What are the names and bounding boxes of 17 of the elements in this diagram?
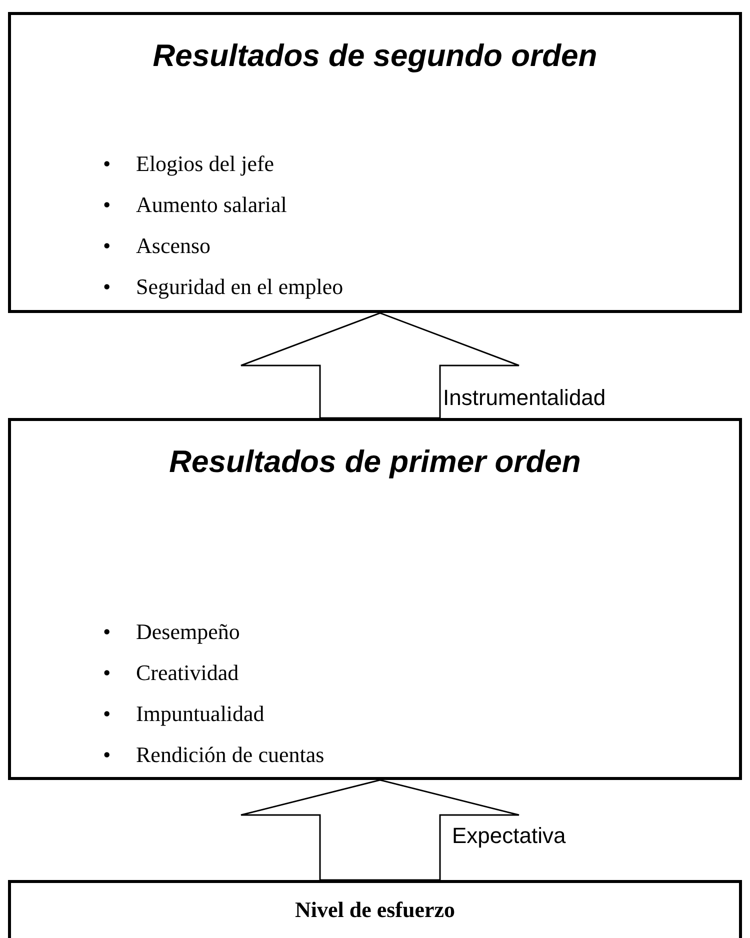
box-heading: Nivel de esfuerzo [294, 896, 456, 924]
block-arrow [240, 779, 520, 881]
box-heading: Resultados de primer orden [168, 443, 582, 481]
text-box [8, 12, 742, 313]
bullet-item: • Ascenso [103, 232, 212, 260]
bullet-item: • Desempeño [103, 618, 241, 646]
bullet-item: • Rendición de cuentas [103, 741, 324, 769]
bullet-item: • Impuntualidad [103, 700, 266, 728]
edge-label: Instrumentalidad [443, 384, 606, 412]
box-heading: Resultados de segundo orden [152, 37, 598, 75]
text-box [8, 418, 742, 780]
bullet-item: • Aumento salarial [103, 191, 288, 219]
bullet-item: • Creatividad [103, 659, 240, 687]
block-arrow [240, 312, 520, 419]
edge-label: Expectativa [452, 822, 566, 850]
bullet-item: • Seguridad en el empleo [103, 273, 344, 301]
bullet-item: • Elogios del jefe [103, 150, 276, 178]
